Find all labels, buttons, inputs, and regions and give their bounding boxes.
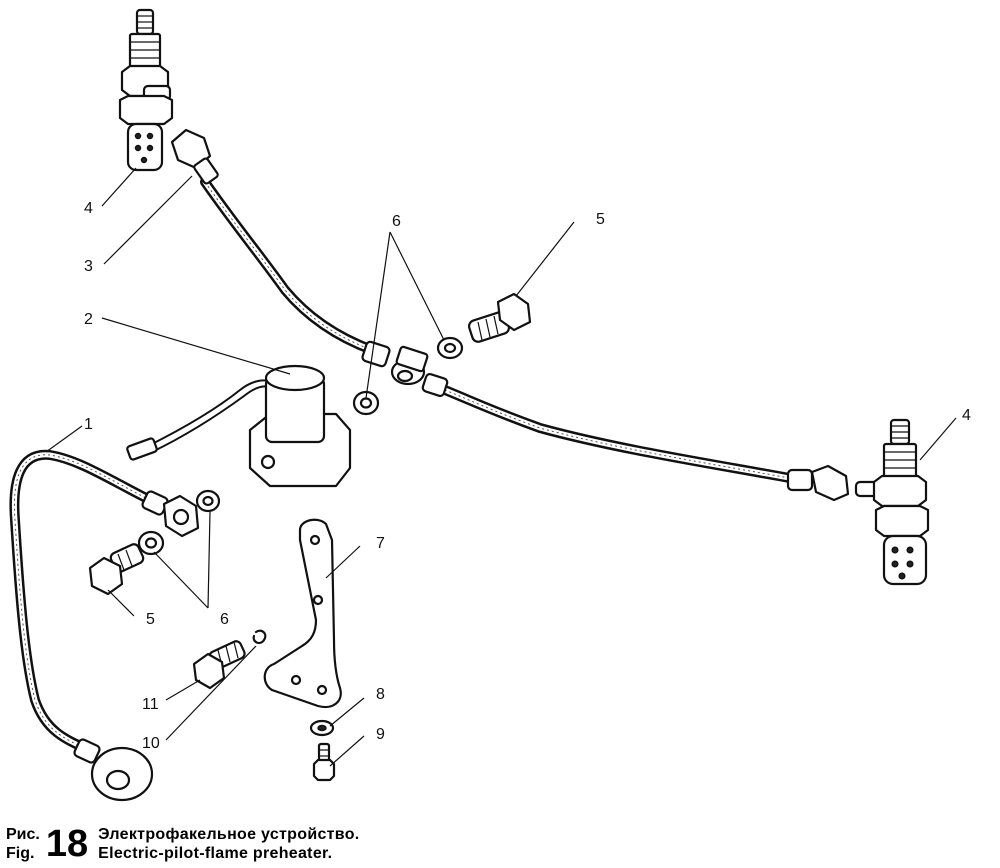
solenoid-valve-2 [126, 364, 352, 488]
bracket-7 [263, 518, 342, 709]
callout-6-left: 6 [220, 611, 229, 628]
banjo-bolt-5-left [88, 543, 145, 596]
washer-6-a [436, 336, 464, 360]
callout-1: 1 [84, 416, 93, 433]
bolt-11 [192, 640, 246, 690]
banjo-bolt-5-top [467, 292, 532, 343]
washer-6-d [137, 530, 165, 556]
callout-9: 9 [376, 726, 385, 743]
glow-plug-top [118, 8, 174, 172]
callout-2: 2 [84, 311, 93, 328]
caption-titles: Электрофакельное устройство. Electric-pi… [98, 825, 359, 863]
caption-prefix-ru: Рис. [6, 826, 40, 843]
spring-washer-8 [309, 719, 335, 737]
callout-3: 3 [84, 258, 93, 275]
caption-prefix: Рис. Fig. [6, 825, 40, 863]
callout-7: 7 [376, 535, 385, 552]
callout-8: 8 [376, 686, 385, 703]
glow-plug-right [854, 418, 930, 586]
washer-6-c [195, 489, 221, 513]
bolt-9 [312, 742, 336, 782]
callout-11: 11 [142, 696, 159, 713]
banjo-tee [361, 340, 449, 398]
washer-6-b [352, 390, 380, 416]
caption-title-ru: Электрофакельное устройство. [98, 826, 360, 843]
figure-number: 18 [45, 823, 89, 865]
caption-title-en: Electric-pilot-flame preheater. [98, 845, 333, 862]
callout-4-right: 4 [962, 407, 971, 424]
callout-5-left: 5 [146, 611, 155, 628]
callout-6-top: 6 [392, 213, 401, 230]
caption-prefix-en: Fig. [6, 845, 35, 862]
fuel-line-1 [9, 449, 200, 802]
callout-5-top: 5 [596, 211, 605, 228]
spring-washer-10 [252, 629, 267, 645]
callout-4-top: 4 [84, 200, 93, 217]
figure-caption: Рис. Fig. 18 Электрофакельное устройство… [6, 822, 360, 866]
fuel-line-right [435, 383, 850, 502]
callout-10: 10 [142, 735, 160, 752]
fuel-line-3 [170, 128, 377, 355]
leader-lines [45, 167, 957, 767]
